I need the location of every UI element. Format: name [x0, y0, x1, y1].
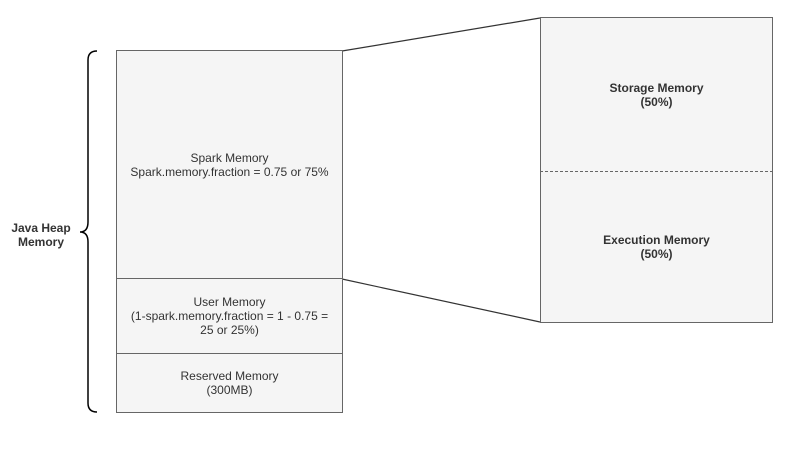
- zoom-line-bottom: [341, 278, 541, 323]
- storage-memory-detail: (50%): [640, 95, 673, 109]
- reserved-memory-title: Reserved Memory: [180, 369, 279, 383]
- execution-memory-detail: (50%): [640, 247, 673, 261]
- java-heap-label-line1: Java Heap: [11, 221, 71, 235]
- storage-memory-box: Storage Memory (50%): [540, 17, 773, 172]
- execution-memory-box: Execution Memory (50%): [540, 171, 773, 323]
- user-memory-title: User Memory: [193, 295, 266, 309]
- user-memory-detail-line2: 25 or 25%): [200, 323, 259, 337]
- user-memory-box: User Memory (1-spark.memory.fraction = 1…: [116, 278, 343, 354]
- heap-brace: [79, 50, 98, 413]
- spark-memory-box: Spark Memory Spark.memory.fraction = 0.7…: [116, 50, 343, 279]
- execution-memory-title: Execution Memory: [603, 233, 710, 247]
- user-memory-detail-line1: (1-spark.memory.fraction = 1 - 0.75 =: [130, 309, 329, 323]
- java-heap-label: Java Heap Memory: [2, 221, 80, 249]
- reserved-memory-detail: (300MB): [206, 383, 253, 397]
- storage-memory-title: Storage Memory: [609, 81, 704, 95]
- spark-memory-detail: Spark.memory.fraction = 0.75 or 75%: [130, 164, 329, 179]
- reserved-memory-box: Reserved Memory (300MB): [116, 353, 343, 413]
- zoom-line-top: [341, 17, 541, 52]
- spark-memory-title: Spark Memory: [190, 150, 269, 165]
- java-heap-label-line2: Memory: [17, 235, 64, 249]
